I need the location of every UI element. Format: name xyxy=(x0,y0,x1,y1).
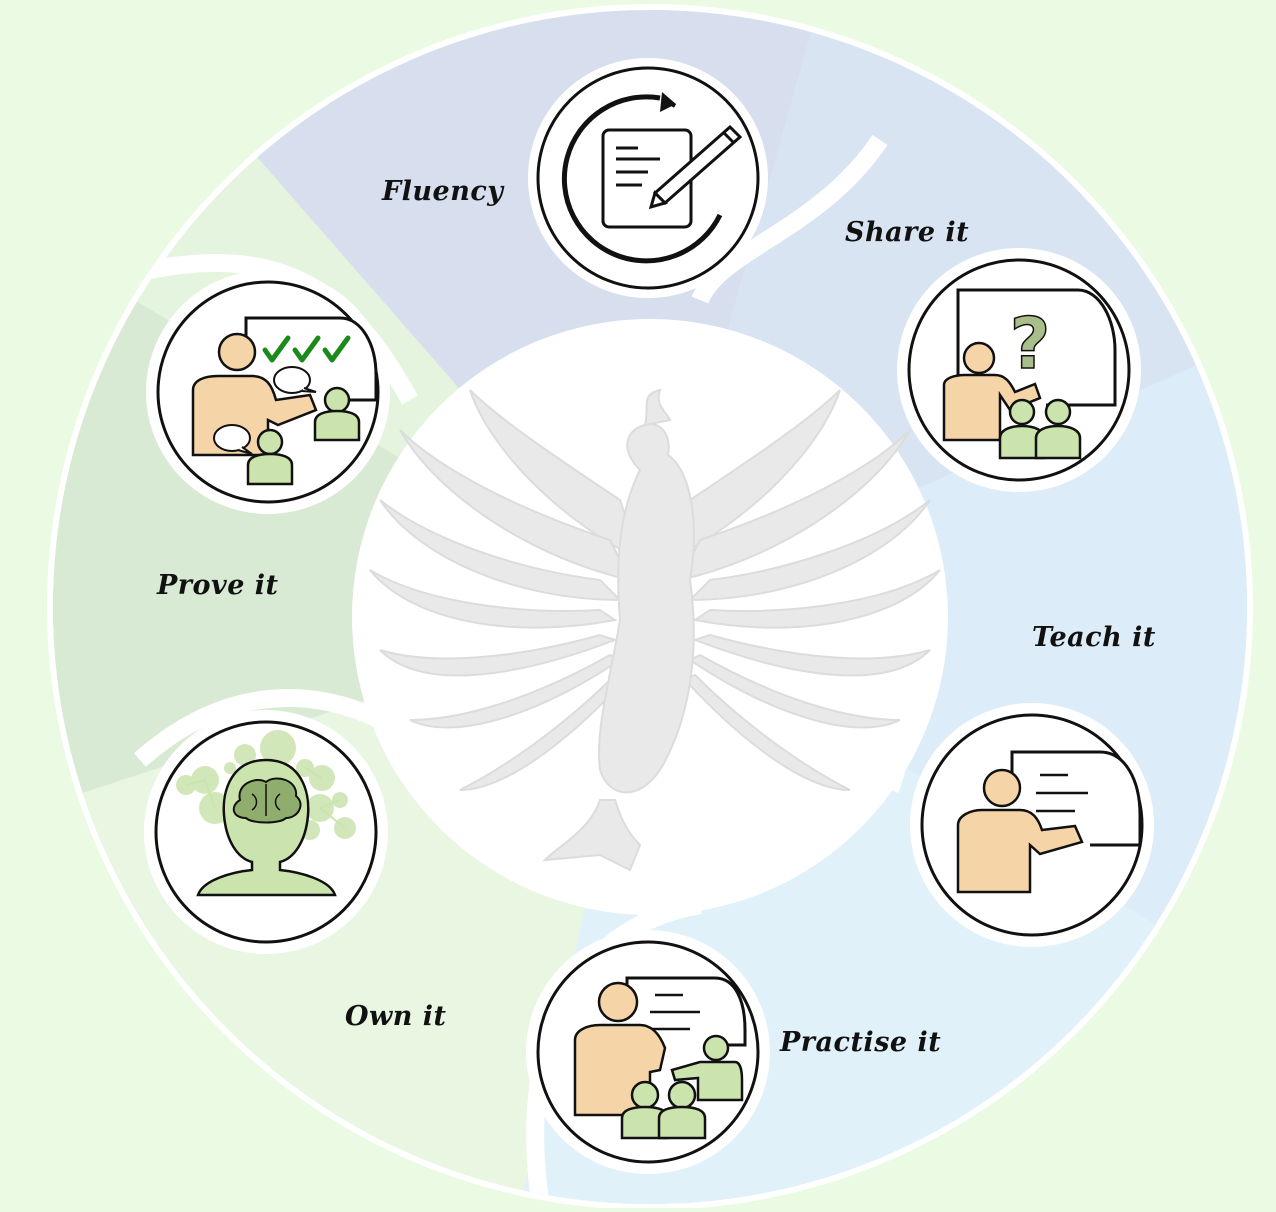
phoenix-emblem-icon xyxy=(369,388,941,872)
label-practise-it: Practise it xyxy=(780,1027,942,1058)
fluency-icon-circle xyxy=(528,58,768,298)
label-teach-it: Teach it xyxy=(1032,622,1156,653)
own-icon-circle xyxy=(144,710,388,954)
prove-icon-circle xyxy=(146,270,390,514)
label-fluency: Fluency xyxy=(382,176,504,207)
label-prove-it: Prove it xyxy=(157,570,279,601)
svg-text:?: ? xyxy=(1010,303,1051,385)
label-own-it: Own it xyxy=(345,1001,447,1032)
check-icon xyxy=(262,335,351,363)
practise-icon-circle xyxy=(526,930,770,1174)
speech-bubble-icon xyxy=(213,366,317,455)
teacher-checkmarks-board-icon xyxy=(191,316,378,486)
teacher-question-board-icon: ? xyxy=(942,288,1117,460)
share-icon-circle: ? xyxy=(897,248,1141,492)
brain-head-icon xyxy=(176,730,356,897)
worksheet-pencil-cycle-icon xyxy=(561,92,743,264)
label-share-it: Share it xyxy=(845,217,970,248)
teacher-whiteboard-icon xyxy=(956,750,1142,894)
teach-icon-circle xyxy=(910,703,1154,947)
teacher-students-whiteboard-icon xyxy=(573,976,747,1140)
